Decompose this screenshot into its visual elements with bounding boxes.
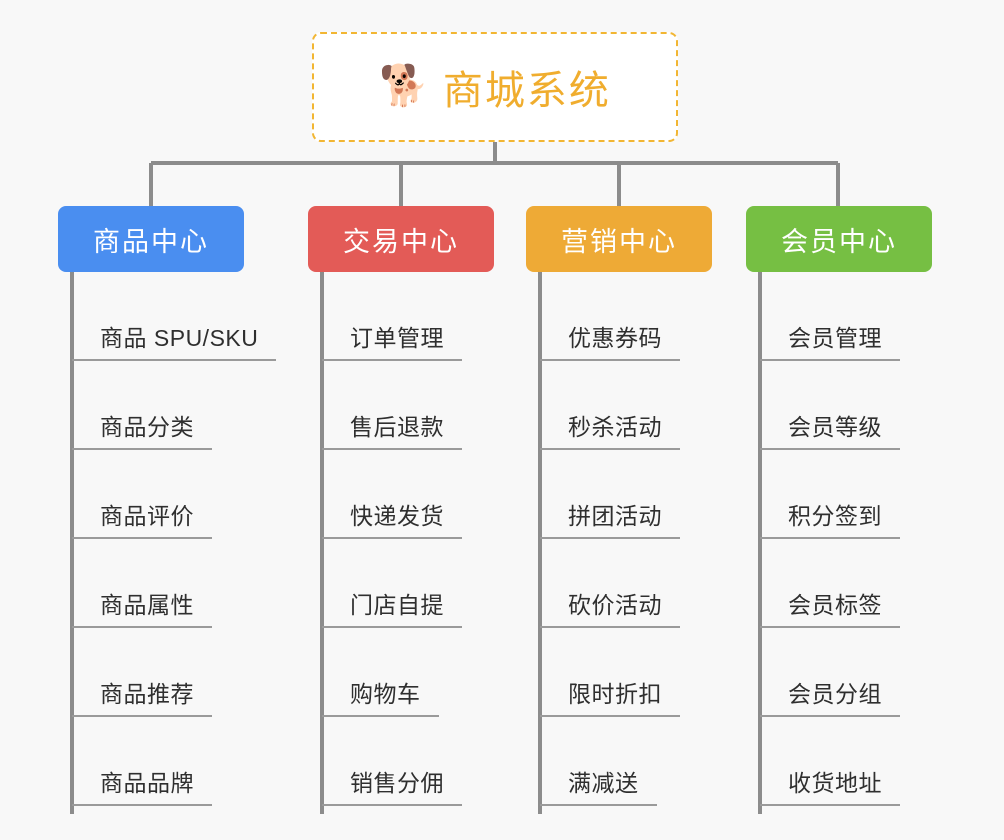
leaf-item-label: 购物车	[350, 681, 421, 707]
branch-header-product[interactable]: 商品中心	[58, 206, 244, 272]
leaf-item-label: 限时折扣	[568, 681, 662, 707]
leaf-underline	[540, 359, 680, 361]
leaf-item-label: 收货地址	[788, 770, 882, 796]
root-title: 商城系统	[442, 69, 611, 113]
leaf-underline	[540, 448, 680, 450]
leaf-item-label: 优惠券码	[568, 325, 662, 351]
leaf-underline	[72, 626, 212, 628]
leaf-item-label: 商品分类	[100, 414, 194, 440]
branch-header-label: 商品中心	[93, 226, 209, 257]
leaf-underline	[322, 537, 462, 539]
leaf-underline	[760, 537, 900, 539]
leaf-underline	[540, 804, 657, 806]
leaf-item-label: 商品评价	[100, 503, 194, 529]
branch-header-label: 会员中心	[781, 226, 897, 257]
leaf-item-label: 满减送	[568, 770, 639, 796]
leaf-underline	[760, 626, 900, 628]
leaf-underline	[322, 804, 462, 806]
leaf-underline	[760, 715, 900, 717]
leaf-underline	[72, 448, 212, 450]
leaf-item-label: 门店自提	[350, 592, 444, 618]
leaf-item-label: 订单管理	[350, 325, 444, 351]
leaf-item-label: 会员等级	[788, 414, 882, 440]
leaf-item-label: 快递发货	[350, 503, 444, 529]
leaf-item-label: 商品品牌	[100, 770, 194, 796]
leaf-item-label: 拼团活动	[568, 503, 662, 529]
leaf-item-label: 商品推荐	[100, 681, 194, 707]
leaf-item-label: 会员管理	[788, 325, 882, 351]
branch-header-label: 营销中心	[561, 226, 677, 257]
root-node[interactable]: 🐕 商城系统	[312, 32, 678, 142]
leaf-underline	[760, 359, 900, 361]
leaf-item-label: 商品属性	[100, 592, 194, 618]
leaf-item-label: 秒杀活动	[568, 414, 662, 440]
leaf-underline	[322, 715, 439, 717]
leaf-underline	[540, 715, 680, 717]
leaf-underline	[72, 804, 212, 806]
leaf-item-label: 商品 SPU/SKU	[100, 325, 259, 351]
branch-header-trade[interactable]: 交易中心	[308, 206, 494, 272]
branch-header-label: 交易中心	[343, 226, 459, 257]
leaf-underline	[760, 448, 900, 450]
leaf-underline	[72, 537, 212, 539]
leaf-underline	[322, 359, 462, 361]
leaf-underline	[72, 715, 212, 717]
leaf-item-label: 销售分佣	[350, 770, 444, 796]
branch-header-member[interactable]: 会员中心	[746, 206, 932, 272]
leaf-underline	[540, 626, 680, 628]
leaf-item-label: 售后退款	[350, 414, 444, 440]
leaf-item-label: 会员标签	[788, 592, 882, 618]
branch-header-marketing[interactable]: 营销中心	[526, 206, 712, 272]
leaf-underline	[760, 804, 900, 806]
leaf-underline	[540, 537, 680, 539]
shiba-dog-icon: 🐕	[379, 64, 429, 108]
leaf-underline	[322, 448, 462, 450]
leaf-underline	[72, 359, 276, 361]
leaf-underline	[322, 626, 462, 628]
leaf-item-label: 砍价活动	[568, 592, 662, 618]
leaf-item-label: 会员分组	[788, 681, 882, 707]
leaf-item-label: 积分签到	[788, 503, 882, 529]
